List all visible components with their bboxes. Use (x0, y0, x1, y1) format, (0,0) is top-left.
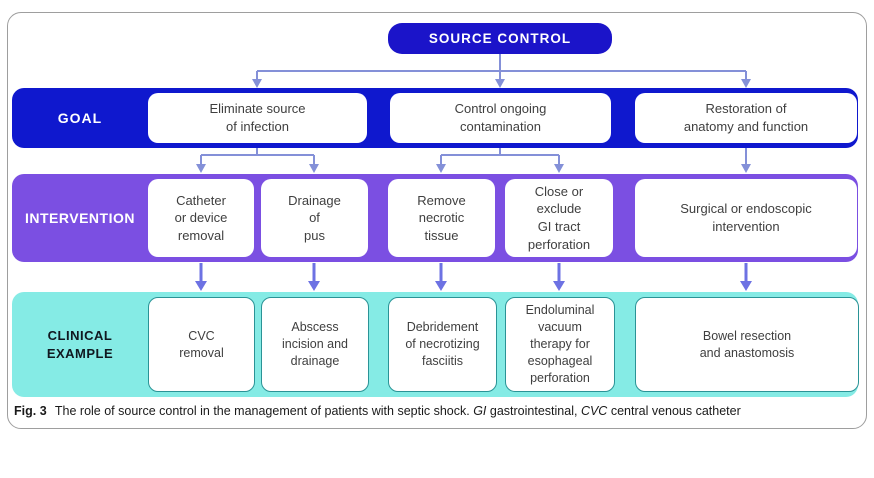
clinical-box-abscess-drainage: Abscess incision and drainage (261, 297, 369, 392)
figure-caption: Fig. 3 The role of source control in the… (14, 404, 854, 418)
source-control-node: SOURCE CONTROL (388, 23, 612, 54)
intervention-box-catheter-removal: Catheter or device removal (148, 179, 254, 257)
intervention-box-remove-necrotic-tissue: Remove necrotic tissue (388, 179, 495, 257)
abbr-cvc-definition: central venous catheter (610, 404, 741, 418)
intervention-row-label: INTERVENTION (25, 210, 135, 226)
abbr-gi: GI (473, 404, 487, 418)
clinical-box-endoluminal-vacuum: Endoluminal vacuum therapy for esophagea… (505, 297, 615, 392)
clinical-box-debridement-fasciitis: Debridement of necrotizing fasciitis (388, 297, 497, 392)
clinical-example-row-label: CLINICAL EXAMPLE (46, 327, 114, 361)
goal-box-restoration: Restoration of anatomy and function (635, 93, 857, 143)
clinical-box-cvc-removal: CVC removal (148, 297, 255, 392)
figure-caption-body: The role of source control in the manage… (54, 404, 470, 418)
intervention-box-close-gi-perforation: Close or exclude GI tract perforation (505, 179, 613, 257)
abbr-gi-definition: gastrointestinal, (489, 404, 578, 418)
abbr-cvc: CVC (580, 404, 608, 418)
goal-row-label: GOAL (57, 110, 103, 126)
intervention-box-surgical-endoscopic: Surgical or endoscopic intervention (635, 179, 857, 257)
goal-box-control-contamination: Control ongoing contamination (390, 93, 611, 143)
intervention-box-drainage-of-pus: Drainage of pus (261, 179, 368, 257)
figure-caption-label: Fig. 3 (14, 404, 47, 418)
figure-frame (7, 12, 867, 429)
clinical-box-bowel-resection: Bowel resection and anastomosis (635, 297, 859, 392)
source-control-label: SOURCE CONTROL (428, 31, 572, 46)
goal-box-eliminate-source: Eliminate source of infection (148, 93, 367, 143)
